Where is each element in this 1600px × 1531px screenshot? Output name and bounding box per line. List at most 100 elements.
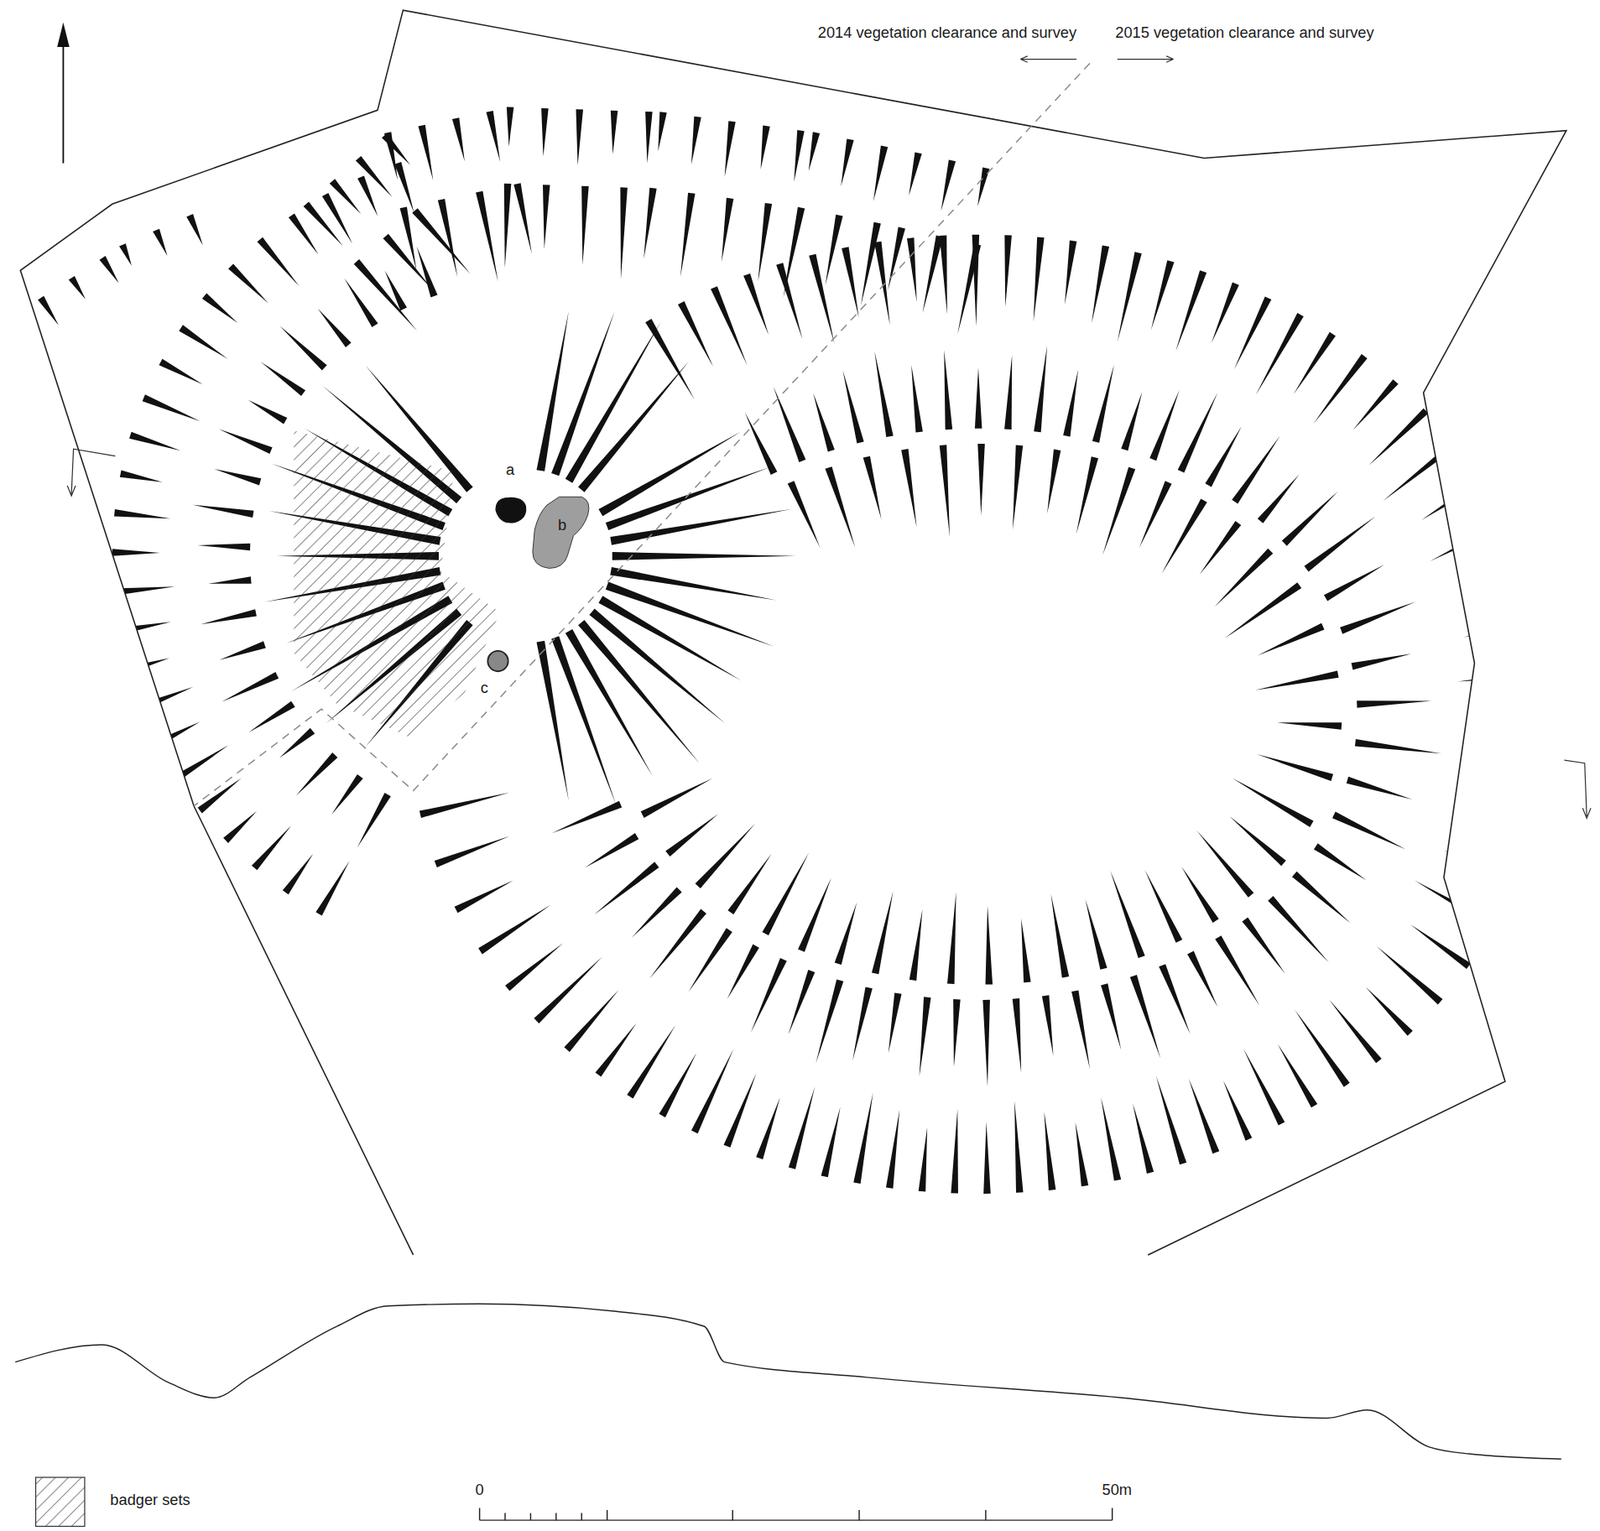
hachure	[142, 394, 201, 422]
hachure	[384, 131, 398, 180]
hachure	[385, 270, 407, 311]
hachure	[1229, 816, 1286, 866]
direction-arrow	[1020, 56, 1173, 63]
hachure	[755, 1097, 781, 1160]
feature-blob	[495, 497, 527, 523]
hachure	[957, 244, 981, 335]
hachure	[760, 125, 771, 170]
feature-blob	[532, 496, 589, 569]
hachure	[659, 1052, 698, 1118]
hachure	[1463, 615, 1542, 637]
north-arrow	[62, 41, 64, 164]
hachure	[1132, 1103, 1154, 1174]
hachure	[919, 996, 932, 1077]
hachure	[762, 852, 810, 935]
hachure	[156, 722, 201, 748]
hachure	[178, 324, 228, 360]
hachure	[505, 943, 563, 991]
hachure	[228, 264, 269, 304]
hachure	[475, 191, 498, 282]
hachure	[1232, 777, 1314, 827]
hachure	[680, 192, 696, 277]
hachure	[808, 254, 834, 344]
hachure	[1214, 935, 1260, 1006]
feature-pit	[487, 651, 508, 672]
scale-label: 0	[475, 1480, 485, 1499]
hachure	[1282, 491, 1339, 547]
hachure	[296, 752, 338, 796]
hachure	[788, 969, 816, 1035]
hachure	[1043, 1111, 1056, 1191]
hachure	[787, 480, 821, 548]
feature-a: a	[491, 461, 529, 532]
hachure	[1177, 392, 1219, 474]
plan-label: 0	[475, 1481, 485, 1499]
hachure	[645, 318, 695, 401]
hachure	[985, 905, 994, 985]
hachure	[842, 370, 864, 443]
hachure	[1120, 391, 1142, 451]
hachure	[757, 203, 772, 282]
scale-tick	[555, 1513, 557, 1522]
hachure	[677, 301, 714, 367]
hachure	[114, 509, 171, 519]
hachure	[631, 886, 683, 938]
hachure	[1421, 478, 1484, 521]
hachure	[665, 813, 719, 857]
hachure	[1410, 924, 1471, 970]
hachure	[1353, 379, 1399, 430]
hachure	[853, 1092, 873, 1184]
site-boundary	[20, 10, 1567, 1256]
hachure	[1004, 234, 1012, 307]
legend-text: badger sets	[109, 1490, 190, 1509]
hachure	[419, 792, 510, 819]
hachure	[1156, 1075, 1187, 1165]
hachure	[411, 208, 471, 275]
hachure	[1429, 520, 1507, 562]
hachure-group	[37, 107, 1551, 1194]
hachure	[1211, 282, 1240, 344]
hachure	[417, 125, 433, 181]
hachure	[434, 836, 511, 868]
hachure	[1139, 480, 1173, 548]
hachure	[1231, 436, 1280, 505]
hachure	[918, 1127, 928, 1193]
hachure	[1243, 1048, 1286, 1126]
hachure	[175, 745, 230, 782]
hachure	[1355, 739, 1442, 754]
survey-note: 2015 vegetation clearance and survey	[1115, 23, 1374, 42]
feature-c: c	[475, 649, 515, 697]
hachure	[609, 509, 792, 546]
hachure	[1323, 564, 1385, 602]
hachure	[1368, 408, 1429, 466]
hachure	[513, 182, 532, 254]
hachure	[129, 432, 181, 451]
hachure	[563, 990, 619, 1053]
hachure	[192, 505, 255, 518]
plan-label: 2015 vegetation clearance and survey	[1115, 24, 1374, 42]
hachure	[1303, 516, 1376, 573]
hachure	[710, 286, 748, 365]
hachure	[257, 237, 300, 287]
hachure	[863, 456, 882, 521]
hachure	[983, 1122, 991, 1194]
hachure	[620, 187, 628, 280]
hachure	[1102, 467, 1136, 556]
hachure	[982, 1000, 991, 1087]
hachure	[1033, 345, 1048, 433]
hachure	[248, 400, 288, 425]
scale-line	[479, 1519, 1113, 1521]
badger-set-area	[293, 430, 501, 737]
hachure	[37, 296, 59, 326]
hachure	[1085, 899, 1108, 970]
hachure	[605, 467, 771, 531]
hachure	[1479, 723, 1551, 731]
hachure	[1346, 776, 1413, 800]
hachure	[1293, 332, 1336, 395]
hachure	[941, 159, 957, 211]
hachure	[202, 292, 238, 323]
hachure	[1149, 390, 1180, 462]
hachure	[824, 466, 855, 548]
hachure	[1457, 668, 1549, 682]
hachure	[1162, 498, 1208, 574]
